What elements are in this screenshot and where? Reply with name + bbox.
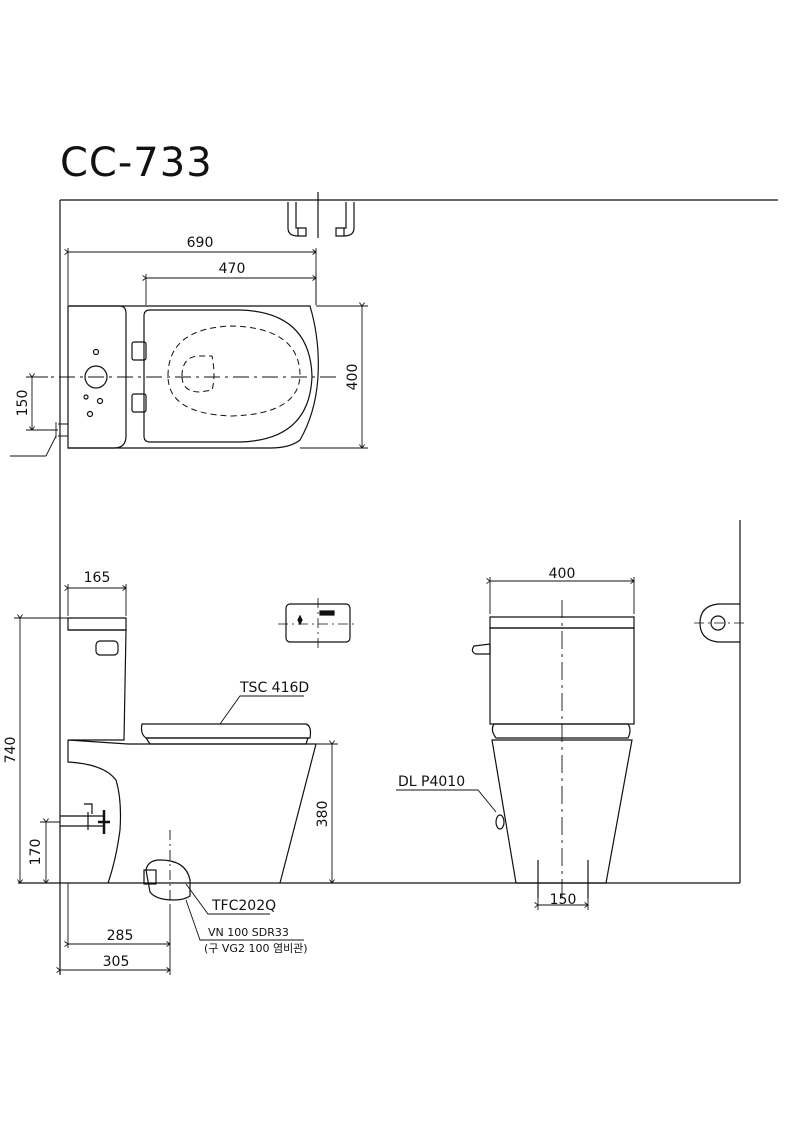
front-dimension-lines <box>396 577 634 910</box>
side-drain-305-label: 305 <box>103 954 130 970</box>
plan-bowl-hidden <box>167 325 301 417</box>
paper-holder-plan-icon <box>287 192 355 238</box>
wall-outlet-icon <box>694 603 746 643</box>
plan-seat-width-label: 470 <box>219 261 246 277</box>
seat-model-label: TSC 416D <box>239 680 309 696</box>
model-title: CC-733 <box>60 140 213 186</box>
plan-supply-offset-label: 150 <box>15 390 31 417</box>
side-supply-height-label: 170 <box>28 839 44 866</box>
plan-view <box>67 305 319 449</box>
plan-width-label: 690 <box>187 235 214 251</box>
front-drain-spacing-label: 150 <box>550 892 577 908</box>
flange-model-label: TFC202Q <box>211 898 276 914</box>
side-seat-height-label: 380 <box>315 801 331 828</box>
plan-dimension-lines <box>10 248 368 457</box>
side-drain-285-label: 285 <box>107 928 134 944</box>
side-total-height-label: 740 <box>3 737 19 764</box>
plan-wall <box>59 199 778 975</box>
paper-holder-elevation-icon <box>278 598 358 648</box>
front-width-label: 400 <box>549 566 576 582</box>
side-view <box>60 617 317 905</box>
front-view <box>471 616 635 898</box>
side-dimension-lines <box>14 584 338 975</box>
pipe-spec-line2: (구 VG2 100 염비관) <box>204 942 308 955</box>
plan-depth-label: 400 <box>345 364 361 391</box>
valve-model-label: DL P4010 <box>398 774 465 790</box>
side-tank-depth-label: 165 <box>84 570 111 586</box>
pipe-spec-line1: VN 100 SDR33 <box>208 926 289 939</box>
